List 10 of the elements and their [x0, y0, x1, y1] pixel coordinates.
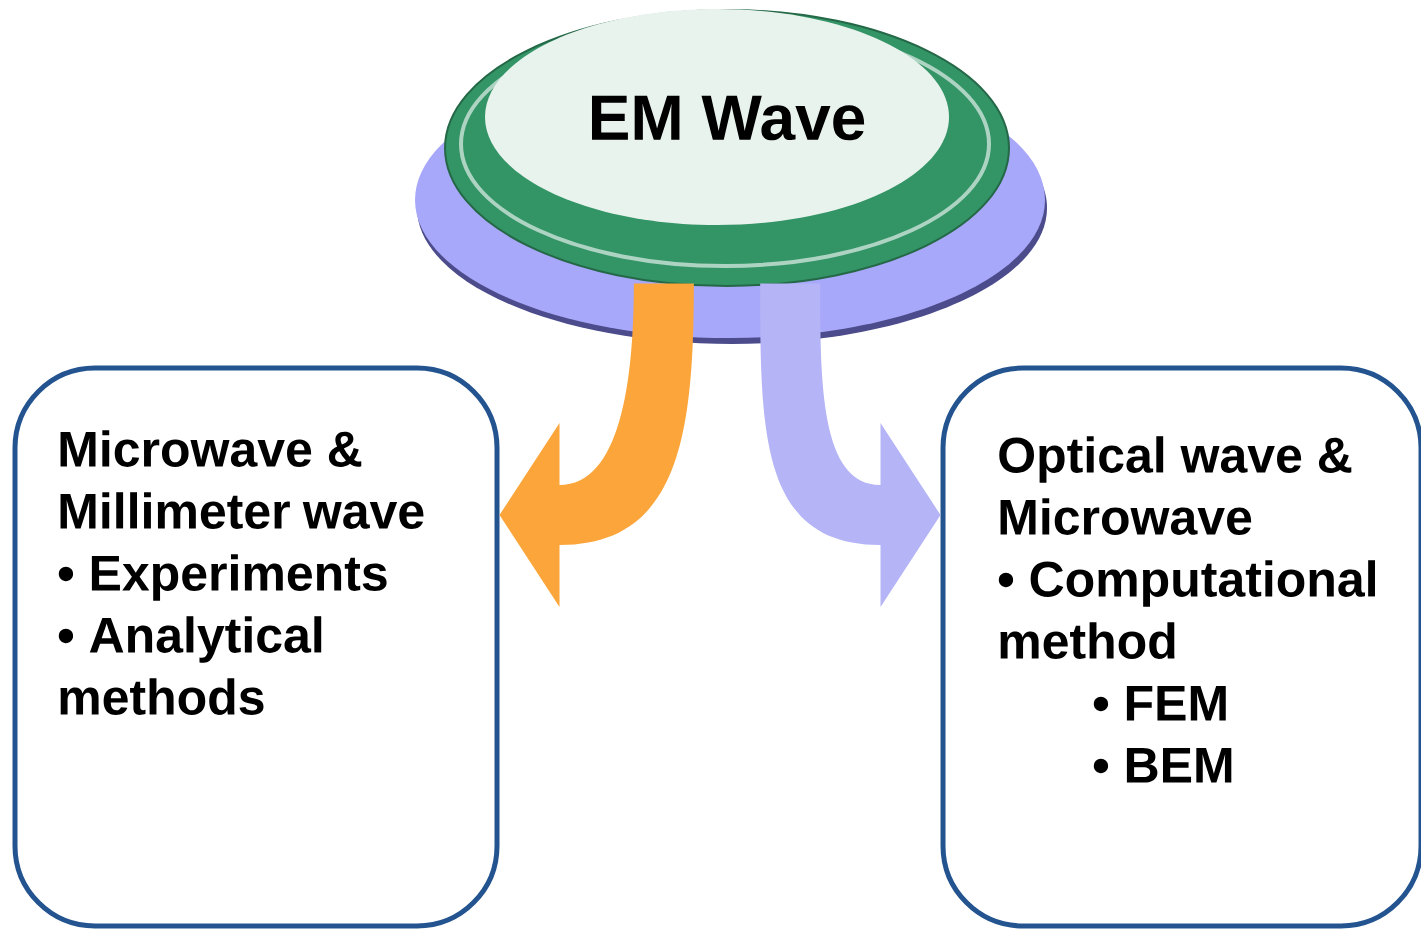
heading: Optical wave & Microwave [999, 436, 1352, 535]
curved-arrow [760, 283, 941, 607]
oval-button: EM Wave [444, 9, 1010, 287]
bullet-item: • FEM [1093, 686, 1226, 721]
curved-arrow [499, 283, 694, 607]
bullet-item: • Experiments [58, 554, 387, 601]
bullet-item: • Computational method [998, 560, 1375, 659]
bullet-item: • Analytical methods [58, 616, 322, 715]
heading: Microwave & Millimeter wave [60, 430, 424, 529]
bullet-item: • BEM [1093, 748, 1232, 783]
